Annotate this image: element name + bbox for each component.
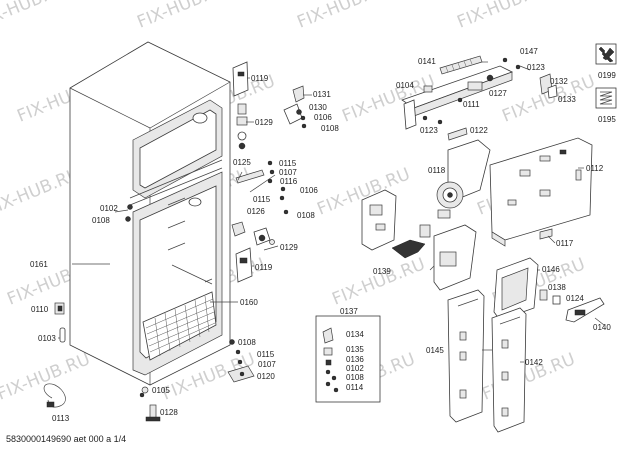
fridge-cabinet — [69, 41, 231, 386]
bracket-0131 — [283, 85, 307, 129]
watermark: FIX-HUB.RU — [0, 0, 73, 33]
label-0139: 0139 — [373, 267, 391, 276]
label-0108: 0108 — [321, 124, 339, 133]
screws-0102-0108 — [125, 204, 133, 222]
label-0132: 0132 — [550, 77, 568, 86]
document-footer-code: 5830000149690 aet 000 a 1/4 — [6, 434, 127, 444]
label-0108: 0108 — [297, 211, 315, 220]
part-0124 — [552, 295, 561, 305]
part-labels: 0119 0129 0131 0130 0106 0108 0125 0115 … — [30, 47, 616, 423]
label-0108: 0108 — [92, 216, 110, 225]
evaporator-cover-0112 — [489, 137, 593, 247]
label-0112: 0112 — [586, 164, 604, 173]
label-0116: 0116 — [280, 177, 298, 186]
label-0131: 0131 — [313, 90, 331, 99]
label-0106: 0106 — [300, 186, 318, 195]
label-0115: 0115 — [253, 195, 271, 204]
parts-bag-0137 — [315, 315, 381, 403]
label-0127: 0127 — [489, 89, 507, 98]
label-0120: 0120 — [257, 372, 275, 381]
label-0137: 0137 — [340, 307, 358, 316]
watermark: FIX-HUB.RU — [134, 0, 233, 33]
label-0102: 0102 — [100, 204, 118, 213]
label-0147: 0147 — [520, 47, 538, 56]
fan-assembly-0118 — [436, 139, 491, 219]
label-0138: 0138 — [548, 283, 566, 292]
watermark: FIX-HUB.RU — [0, 349, 93, 404]
leader-lines — [58, 61, 605, 363]
label-0129: 0129 — [280, 243, 298, 252]
label-0123: 0123 — [420, 126, 438, 135]
part-0140 — [565, 297, 605, 323]
icon-0195 — [595, 87, 617, 109]
clip-0132-0133 — [539, 73, 558, 99]
control-box-0139 — [361, 189, 477, 291]
label-0135: 0135 — [346, 345, 364, 354]
label-0104: 0104 — [396, 81, 414, 90]
duct-0145 — [447, 289, 485, 423]
foot-part-0103 — [59, 327, 66, 343]
watermark: FIX-HUB.RU — [329, 254, 428, 309]
label-0145: 0145 — [426, 346, 444, 355]
label-0115: 0115 — [257, 350, 275, 359]
label-0113: 0113 — [52, 414, 70, 423]
leveling-foot-0128 — [145, 404, 161, 422]
label-0141: 0141 — [418, 57, 436, 66]
label-0119: 0119 — [251, 74, 269, 83]
lamp-assembly-0129 — [236, 103, 248, 150]
watermark: FIX-HUB.RU — [454, 0, 553, 33]
cover-plate-0119-bottom — [235, 247, 253, 283]
label-0119: 0119 — [255, 263, 273, 272]
label-0199: 0199 — [598, 71, 616, 80]
lamp-cover-0146 — [493, 257, 539, 321]
label-0130: 0130 — [309, 103, 327, 112]
screw-0105 — [139, 386, 149, 398]
hinge-0126 — [231, 221, 275, 246]
top-rail-assembly — [401, 55, 521, 141]
cover-plate-0119-top — [232, 61, 249, 97]
label-0117: 0117 — [556, 239, 574, 248]
label-0129: 0129 — [255, 118, 273, 127]
label-0128: 0128 — [160, 408, 178, 417]
label-0161: 0161 — [30, 260, 48, 269]
label-0111: 0111 — [463, 100, 480, 109]
label-0106: 0106 — [314, 113, 332, 122]
hinge-bottom-0120 — [227, 339, 255, 383]
label-0103: 0103 — [38, 334, 56, 343]
label-0133: 0133 — [558, 95, 576, 104]
label-0195: 0195 — [598, 115, 616, 124]
label-0102: 0102 — [346, 364, 364, 373]
label-0146: 0146 — [542, 265, 560, 274]
vent-grid-0141 — [445, 58, 473, 73]
door-stop-0125 — [235, 160, 289, 215]
label-0118: 0118 — [428, 166, 446, 175]
label-0136: 0136 — [346, 355, 364, 364]
label-0134: 0134 — [346, 330, 364, 339]
label-0160: 0160 — [240, 298, 258, 307]
hinge-part-0110 — [54, 302, 65, 315]
label-0108: 0108 — [238, 338, 256, 347]
label-0108: 0108 — [346, 373, 364, 382]
label-0110: 0110 — [31, 305, 49, 314]
label-0107: 0107 — [258, 360, 276, 369]
label-0142: 0142 — [525, 358, 543, 367]
part-0138 — [539, 289, 548, 301]
label-0123: 0123 — [527, 63, 545, 72]
label-0122: 0122 — [470, 126, 488, 135]
label-0125: 0125 — [233, 158, 251, 167]
label-0114: 0114 — [346, 383, 364, 392]
label-0126: 0126 — [247, 207, 265, 216]
label-0115: 0115 — [279, 159, 297, 168]
label-0105: 0105 — [152, 386, 170, 395]
watermark: FIX-HUB.RU — [294, 0, 393, 33]
label-0107: 0107 — [279, 168, 297, 177]
label-0140: 0140 — [593, 323, 611, 332]
crisper-grid — [145, 295, 216, 357]
duct-0142 — [491, 307, 527, 433]
power-cord-0113 — [43, 383, 66, 408]
label-0124: 0124 — [566, 294, 584, 303]
icon-0199 — [595, 43, 617, 65]
